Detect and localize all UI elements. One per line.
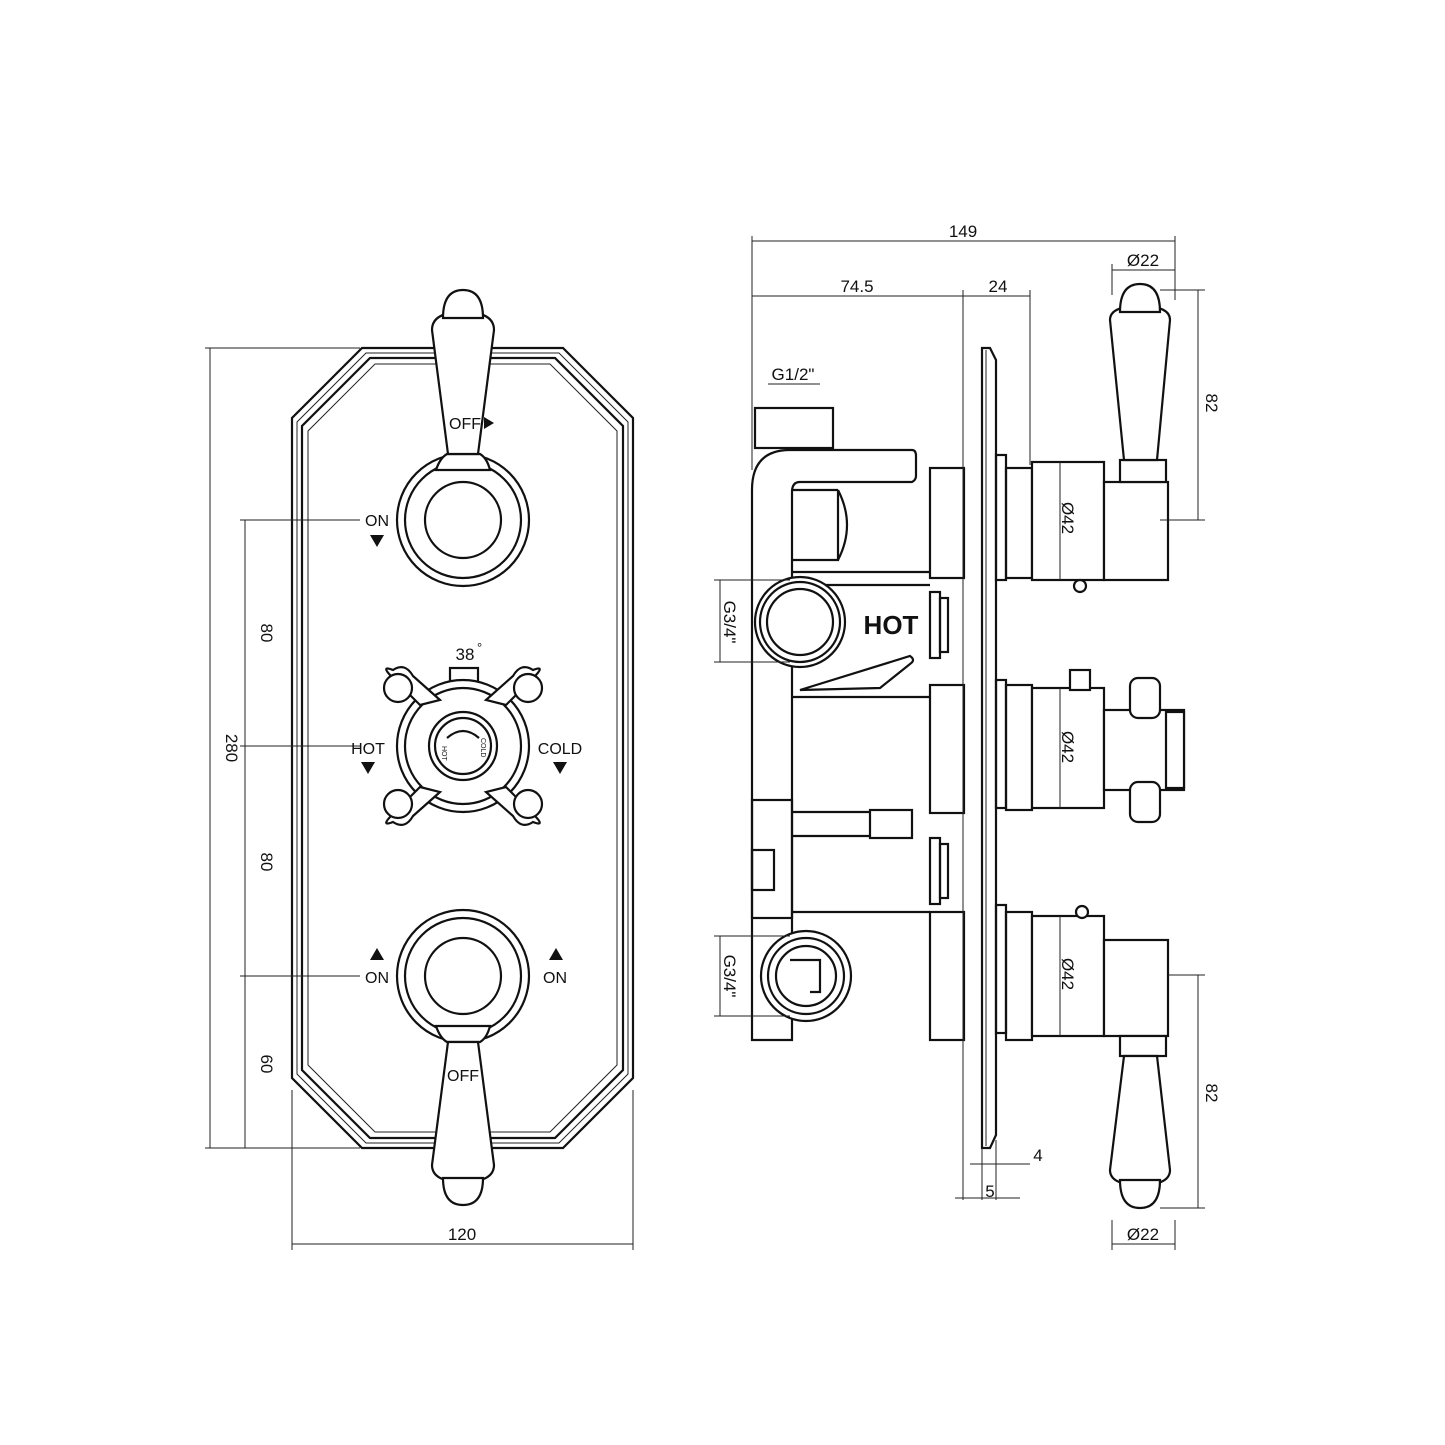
front-view: HOT COLD 280 80 80 60 120 OFF ON 38 ° HO… [205, 288, 635, 1250]
label-bottom-on-left: ON [365, 970, 389, 987]
side-view: 149 74.5 24 Ø22 Ø22 82 82 G1/2" G3/4" G3… [714, 222, 1221, 1250]
dim-total-depth-149: 149 [949, 222, 977, 241]
arrow-right-icon [484, 417, 494, 429]
side-top-lever[interactable] [1030, 282, 1172, 594]
dim-spindle-mid: Ø42 [1058, 731, 1077, 763]
arrow-down-icon [553, 762, 567, 774]
dim-spacing-bottom-60: 60 [257, 1055, 276, 1074]
dim-outlet-thread: G1/2" [772, 365, 815, 384]
dim-collar-24: 24 [989, 277, 1008, 296]
dim-lever-dia-bottom: Ø22 [1127, 1225, 1159, 1244]
front-dimension-lines [205, 347, 634, 1250]
label-top-off: OFF [449, 416, 481, 433]
side-dimension-lines [714, 236, 1205, 1250]
arrow-down-icon [370, 535, 384, 547]
side-faceplate [980, 346, 1034, 1150]
dim-lever-dia-top: Ø22 [1127, 251, 1159, 270]
dim-spindle-top: Ø42 [1058, 502, 1077, 534]
label-top-on: ON [365, 513, 389, 530]
thermostat-cross-handle[interactable]: HOT COLD [382, 665, 544, 827]
label-bottom-off: OFF [447, 1068, 479, 1085]
faceplate [290, 346, 635, 1150]
top-diverter-lever[interactable] [395, 288, 531, 588]
dim-body-depth-74-5: 74.5 [840, 277, 873, 296]
label-bottom-on-right: ON [543, 970, 567, 987]
label-hot-inlet: HOT [864, 610, 919, 640]
dim-lever-length-top: 82 [1202, 394, 1221, 413]
dim-height-280: 280 [222, 734, 241, 762]
side-bottom-lever[interactable] [1030, 904, 1172, 1210]
arrow-up-icon [370, 948, 384, 960]
dim-lever-length-bottom: 82 [1202, 1084, 1221, 1103]
dim-width-120: 120 [448, 1225, 476, 1244]
dim-plate-thickness-4: 4 [1033, 1146, 1042, 1165]
dim-cold-inlet-thread: G3/4" [720, 955, 739, 998]
dim-spindle-bottom: Ø42 [1058, 958, 1077, 990]
dim-hot-inlet-thread: G3/4" [720, 601, 739, 644]
dim-spacing-upper-80: 80 [257, 624, 276, 643]
label-cold: COLD [538, 741, 582, 758]
label-degree: ° [477, 640, 482, 655]
dim-plate-gap-5: 5 [985, 1182, 994, 1201]
dial-cold-label: COLD [479, 738, 486, 757]
bottom-diverter-lever[interactable] [395, 908, 531, 1207]
arrow-down-icon [361, 762, 375, 774]
dim-spacing-lower-80: 80 [257, 853, 276, 872]
arrow-up-icon [549, 948, 563, 960]
label-temperature: 38 [456, 645, 475, 664]
side-thermostat-handle[interactable] [1030, 668, 1186, 824]
label-hot: HOT [351, 741, 385, 758]
valve-body [750, 406, 966, 1042]
dial-hot-label: HOT [440, 746, 447, 762]
